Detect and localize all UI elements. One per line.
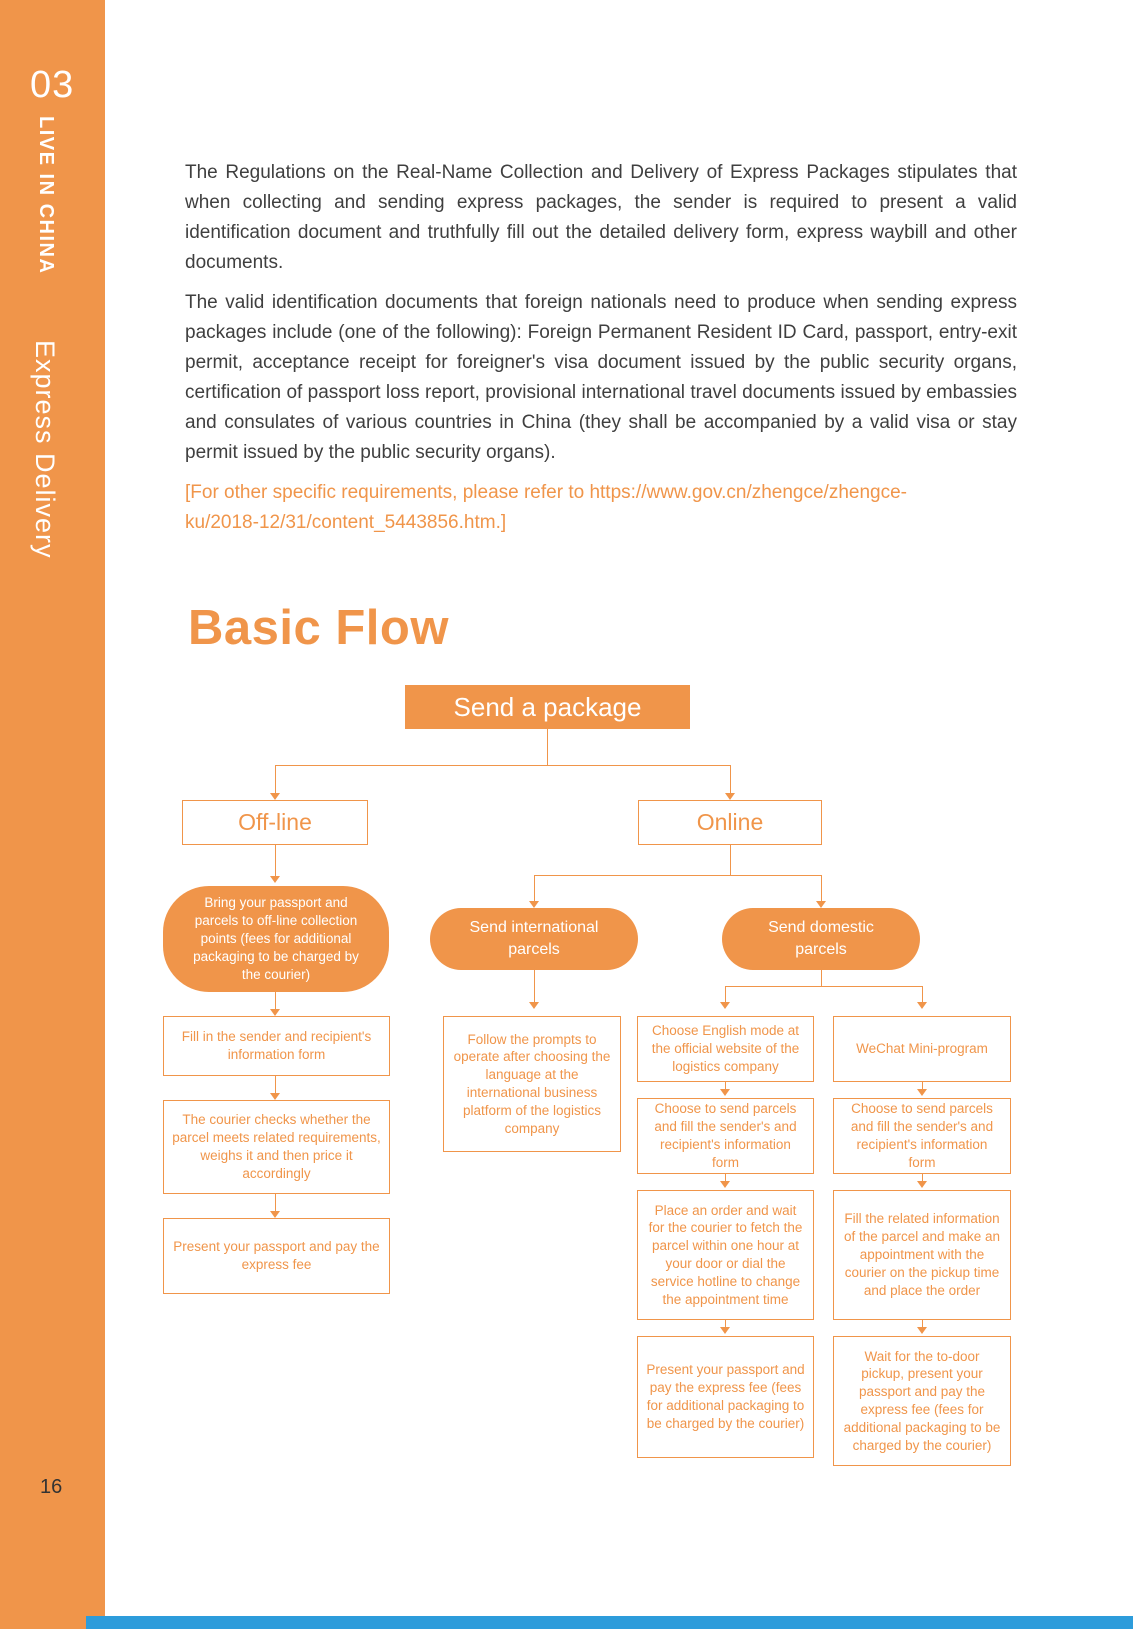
flow-connector: [275, 1076, 276, 1093]
flow-connector: [730, 845, 731, 875]
arrow-down-icon: [917, 1181, 927, 1188]
flow-connector: [725, 1082, 726, 1089]
offline-entry-box: Bring your passport and parcels to off-l…: [163, 886, 389, 992]
sidebar: 03 LIVE IN CHINA Express Delivery 16: [0, 0, 105, 1629]
flow-connector: [534, 875, 821, 876]
footer-accent-bar: [86, 1616, 1133, 1629]
flow-connector: [275, 765, 276, 793]
international-parcels-box: Send international parcels: [430, 908, 638, 970]
flow-connector: [275, 845, 276, 876]
arrow-down-icon: [720, 1002, 730, 1009]
chapter-number: 03: [30, 64, 75, 106]
flow-connector: [725, 986, 726, 1002]
flow-connector: [547, 729, 548, 765]
flow-connector: [922, 986, 923, 1002]
offline-step-box: Present your passport and pay the expres…: [163, 1218, 390, 1294]
website-step-box: Choose English mode at the official webs…: [637, 1016, 814, 1082]
flow-connector: [821, 875, 822, 901]
arrow-down-icon: [720, 1181, 730, 1188]
arrow-down-icon: [917, 1002, 927, 1009]
offline-branch-box: Off-line: [182, 800, 368, 845]
arrow-down-icon: [917, 1089, 927, 1096]
wechat-step-box: Choose to send parcels and fill the send…: [833, 1098, 1011, 1174]
website-step-box: Present your passport and pay the expres…: [637, 1336, 814, 1458]
wechat-step-box: Wait for the to-door pickup, present you…: [833, 1336, 1011, 1466]
arrow-down-icon: [529, 1002, 539, 1009]
arrow-down-icon: [917, 1327, 927, 1334]
paragraph-regulations: The Regulations on the Real-Name Collect…: [185, 162, 1017, 273]
arrow-down-icon: [270, 793, 280, 800]
chapter-title: LIVE IN CHINA: [35, 116, 57, 275]
flow-connector: [922, 1174, 923, 1181]
flow-connector: [725, 986, 922, 987]
offline-step-box: The courier checks whether the parcel me…: [163, 1100, 390, 1194]
domestic-parcels-box: Send domestic parcels: [722, 908, 920, 970]
flow-connector: [730, 765, 731, 793]
page-number: 16: [40, 1476, 63, 1498]
wechat-step-box: Fill the related information of the parc…: [833, 1190, 1011, 1320]
arrow-down-icon: [270, 876, 280, 883]
website-step-box: Choose to send parcels and fill the send…: [637, 1098, 814, 1174]
flow-connector: [534, 970, 535, 1002]
arrow-down-icon: [270, 1093, 280, 1100]
heading-basic-flow: Basic Flow: [188, 601, 449, 655]
flow-connector: [534, 875, 535, 901]
section-title: Express Delivery: [30, 340, 60, 559]
flow-connector: [922, 1320, 923, 1327]
flow-connector: [725, 1174, 726, 1181]
offline-step-box: Fill in the sender and recipient's infor…: [163, 1016, 390, 1076]
international-step-box: Follow the prompts to operate after choo…: [443, 1016, 621, 1152]
arrow-down-icon: [720, 1089, 730, 1096]
flow-root-box: Send a package: [405, 685, 690, 729]
flow-connector: [821, 970, 822, 986]
online-branch-box: Online: [638, 800, 822, 845]
paragraph-valid-documents: The valid identification documents that …: [185, 292, 1017, 463]
flow-connector: [275, 992, 276, 1009]
arrow-down-icon: [529, 901, 539, 908]
flow-connector: [922, 1082, 923, 1089]
reference-note-line-2: ku/2018-12/31/content_5443856.htm.]: [185, 512, 507, 533]
flow-connector: [725, 1320, 726, 1327]
arrow-down-icon: [270, 1211, 280, 1218]
arrow-down-icon: [725, 793, 735, 800]
wechat-step-box: WeChat Mini-program: [833, 1016, 1011, 1082]
arrow-down-icon: [720, 1327, 730, 1334]
website-step-box: Place an order and wait for the courier …: [637, 1190, 814, 1320]
reference-note-line-1: [For other specific requirements, please…: [185, 482, 907, 503]
arrow-down-icon: [270, 1009, 280, 1016]
flow-connector: [275, 1194, 276, 1211]
arrow-down-icon: [816, 901, 826, 908]
flow-connector: [275, 765, 731, 766]
